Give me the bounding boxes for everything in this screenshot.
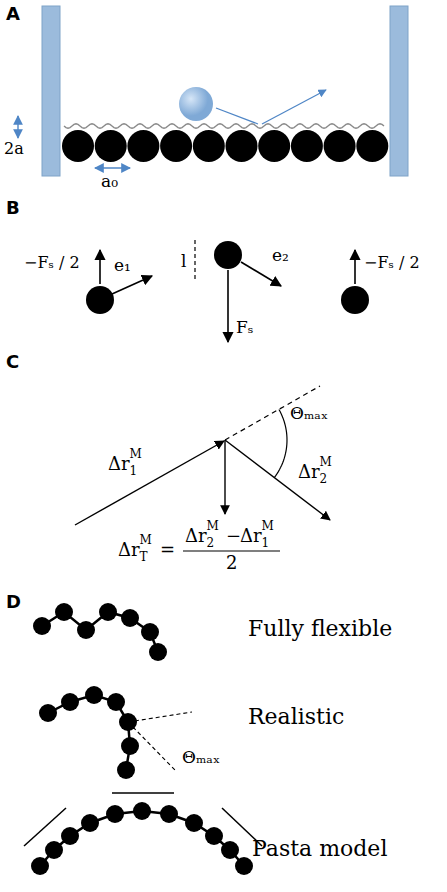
superscript: M xyxy=(320,456,332,470)
model-label: Fully flexible xyxy=(248,616,392,641)
chain-bead xyxy=(85,686,103,704)
chain-bead xyxy=(141,623,159,641)
panel-letter: B xyxy=(6,198,20,219)
chain-bead xyxy=(160,805,178,823)
subscript: 1 xyxy=(262,537,270,551)
equation-term: Δr xyxy=(240,526,262,547)
equation-term: 2 xyxy=(226,553,237,574)
wall xyxy=(390,6,408,176)
force-label: Fₛ xyxy=(236,318,254,338)
vector-label: e₂ xyxy=(272,246,289,266)
panel-letter: A xyxy=(6,4,20,25)
chain-bead xyxy=(107,693,125,711)
chain-bead xyxy=(205,827,223,845)
equation-sign: − xyxy=(226,526,241,547)
equation-term: Δr xyxy=(118,540,140,561)
trajectory xyxy=(216,108,258,124)
dimension-arrow xyxy=(17,116,18,138)
vector-label: Δr xyxy=(298,462,320,483)
chain-bead xyxy=(33,617,51,635)
dimension-label: 2a xyxy=(4,140,24,158)
equation-sign: = xyxy=(160,540,175,561)
vector-arrow xyxy=(224,440,225,514)
chain-bead xyxy=(127,130,159,162)
angle-label: Θₘₐₓ xyxy=(290,404,328,424)
vector-arrow xyxy=(241,262,281,286)
chain-bead xyxy=(62,130,94,162)
chain-bead xyxy=(61,693,79,711)
vector-arrow xyxy=(354,250,356,284)
superscript: M xyxy=(262,520,274,534)
rigid-segment xyxy=(24,808,66,846)
bead xyxy=(214,241,242,269)
chain-bead xyxy=(77,621,95,639)
chain-bead xyxy=(45,841,63,859)
vector-arrow xyxy=(227,270,229,342)
chain-bead xyxy=(149,643,167,661)
chain-bead xyxy=(117,761,135,779)
chain-bead xyxy=(235,857,253,875)
superscript: M xyxy=(130,448,142,462)
offset-label: l xyxy=(181,252,186,272)
superscript: M xyxy=(207,520,219,534)
chain-bead xyxy=(121,737,139,755)
superscript: M xyxy=(140,534,152,548)
model-label: Pasta model xyxy=(252,836,387,861)
angle-label: Θₘₐₓ xyxy=(182,748,220,768)
angle-guide xyxy=(128,722,175,770)
chain-bead xyxy=(324,130,356,162)
angle-guide xyxy=(128,712,192,722)
subscript: T xyxy=(140,551,148,565)
chain-bead xyxy=(160,130,192,162)
chain-bead xyxy=(193,130,225,162)
bead xyxy=(86,286,114,314)
fraction-bar xyxy=(183,550,280,551)
wall xyxy=(42,6,60,176)
chain-bead xyxy=(31,857,49,875)
rigid-segment xyxy=(112,792,174,794)
angle-arc xyxy=(274,409,287,477)
offset-line xyxy=(194,240,195,280)
force-label: −Fₛ / 2 xyxy=(364,254,420,272)
chain-bead xyxy=(61,827,79,845)
potential-surface xyxy=(64,124,384,128)
incoming-particle xyxy=(179,87,213,121)
dimension-arrow xyxy=(95,167,130,168)
chain-bead xyxy=(81,814,99,832)
chain-bead xyxy=(185,814,203,832)
vector-arrow xyxy=(225,440,330,520)
force-label: −Fₛ / 2 xyxy=(24,254,80,272)
bead xyxy=(341,286,369,314)
chain-bead xyxy=(356,130,388,162)
chain-bead xyxy=(39,704,57,722)
vector-arrow xyxy=(99,250,101,284)
chain-bead xyxy=(291,130,323,162)
chain-bead xyxy=(133,802,151,820)
subscript: 2 xyxy=(320,473,328,487)
chain-bead xyxy=(55,603,73,621)
trajectory xyxy=(262,90,326,124)
chain-bead xyxy=(99,603,117,621)
chain-bead xyxy=(95,130,127,162)
vector-arrow xyxy=(75,441,224,525)
vector-arrow xyxy=(112,276,152,294)
chain-bead xyxy=(121,609,139,627)
chain-bead xyxy=(221,841,239,859)
panel-letter: D xyxy=(6,592,21,613)
panel-letter: C xyxy=(6,352,19,373)
dimension-label: a₀ xyxy=(101,172,118,192)
chain-bead xyxy=(106,805,124,823)
model-label: Realistic xyxy=(248,704,344,729)
vector-label: Δr xyxy=(108,454,130,475)
subscript: 1 xyxy=(130,465,138,479)
equation-term: Δr xyxy=(185,526,207,547)
vector-label: e₁ xyxy=(114,256,131,276)
chain-bead xyxy=(258,130,290,162)
chain-bead xyxy=(226,130,258,162)
subscript: 2 xyxy=(207,537,215,551)
